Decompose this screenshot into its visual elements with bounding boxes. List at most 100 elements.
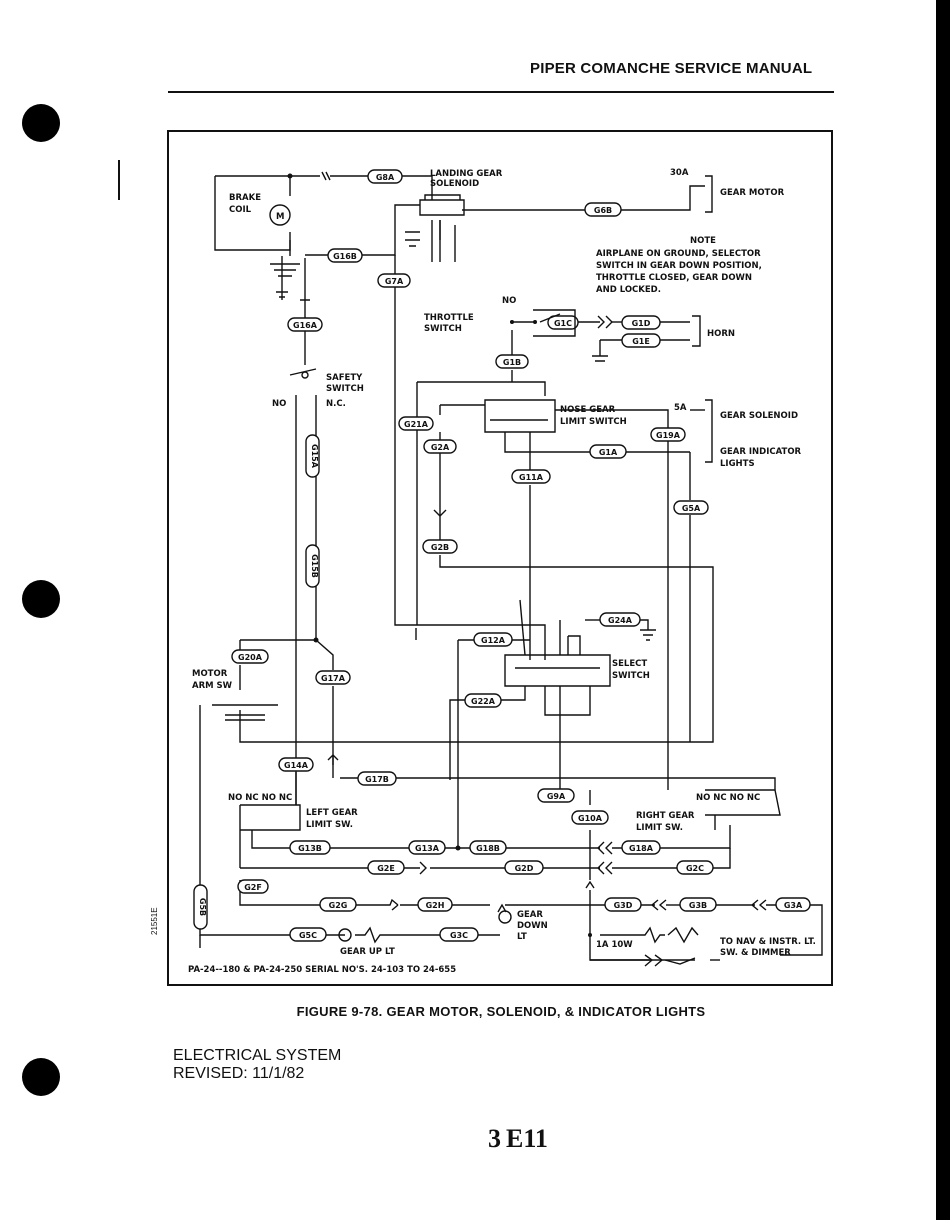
wire-tag-g22a: G22A (471, 697, 496, 706)
note-line: AND LOCKED. (596, 285, 661, 295)
label-select-switch: SWITCH (612, 671, 650, 681)
wire-tag-g12a: G12A (481, 636, 506, 645)
wire-tag-g10a: G10A (578, 814, 603, 823)
wire-tag-g17b: G17B (365, 775, 389, 784)
component-symbols: M (269, 173, 600, 942)
label-safety: SAFETY (326, 373, 363, 383)
svg-text:M: M (276, 212, 284, 222)
wire-tag-g3c: G3C (450, 931, 468, 940)
wire-tag-g15a: G15A (310, 444, 319, 469)
wire-tag-g6b: G6B (594, 206, 612, 215)
label-horn: HORN (707, 329, 735, 339)
wire-paths (199, 171, 823, 967)
wire-tag-g8a: G8A (376, 173, 395, 182)
wire-tag-g20a: G20A (238, 653, 263, 662)
note-title: NOTE (690, 236, 716, 246)
label-motor: MOTOR (192, 669, 228, 679)
label-right-contacts: NO NC NO NC (696, 793, 760, 803)
binder-hole (22, 104, 60, 142)
label-no: NO (502, 296, 516, 306)
figure-side-code: 21551E (150, 907, 159, 935)
wire-tag-g11a: G11A (519, 473, 544, 482)
wire-tag-g21a: G21A (404, 420, 429, 429)
label-right-limit: LIMIT SW. (636, 823, 683, 833)
wire-tag-g1a: G1A (599, 448, 618, 457)
label-coil: COIL (229, 205, 252, 215)
wire-tag-g2a: G2A (431, 443, 450, 452)
wire-tag-g2h: G2H (426, 901, 445, 910)
label-nc-contact: N.C. (326, 399, 346, 409)
wire-tag-g2b: G2B (431, 543, 449, 552)
label-gear-solenoid: GEAR SOLENOID (720, 411, 798, 421)
label-switch: SWITCH (424, 324, 462, 334)
wire-tag-g15b: G15B (310, 554, 319, 578)
wire-tag-g5a: G5A (682, 504, 701, 513)
wire-tag-g14a: G14A (284, 761, 309, 770)
wire-tag-g13b: G13B (298, 844, 322, 853)
label-breaker-30a: 30A (670, 168, 689, 178)
note-line: THROTTLE CLOSED, GEAR DOWN (596, 273, 752, 283)
figure-caption: FIGURE 9-78. GEAR MOTOR, SOLENOID, & IND… (296, 1004, 706, 1019)
label-limit-switch: LIMIT SWITCH (560, 417, 627, 427)
serial-note: PA-24--180 & PA-24-250 SERIAL NO'S. 24-1… (188, 965, 456, 975)
wire-tag-g17a: G17A (321, 674, 346, 683)
margin-mark (118, 160, 120, 200)
figure-frame (167, 130, 833, 986)
label-no-contact: NO (272, 399, 286, 409)
wire-tag-g5c: G5C (299, 931, 317, 940)
wire-tag-g24a: G24A (608, 616, 633, 625)
component-labels: BRAKE COIL LANDING GEAR SOLENOID 30A GEA… (188, 168, 816, 975)
label-left-gear: LEFT GEAR (306, 808, 358, 818)
page-code: E11 (506, 1124, 548, 1153)
wire-tag-g2g: G2G (329, 901, 348, 910)
label-left-limit: LIMIT SW. (306, 820, 353, 830)
page-num: 3 (488, 1124, 501, 1153)
wire-tag-g18a: G18A (629, 844, 654, 853)
label-gear-indicator: GEAR INDICATOR (720, 447, 802, 457)
header-rule (168, 91, 834, 93)
binder-hole (22, 580, 60, 618)
label-right-gear: RIGHT GEAR (636, 811, 695, 821)
wire-tag-g1b: G1B (503, 358, 521, 367)
label-down: DOWN (517, 921, 548, 931)
wire-tag-g13a: G13A (415, 844, 440, 853)
label-solenoid: SOLENOID (430, 179, 479, 189)
label-breaker-5a: 5A (674, 403, 687, 413)
label-left-contacts: NO NC NO NC (228, 793, 292, 803)
note-line: SWITCH IN GEAR DOWN POSITION, (596, 261, 762, 271)
wire-tag-g3a: G3A (784, 901, 803, 910)
label-gear-up-lt: GEAR UP LT (340, 947, 395, 957)
label-brake: BRAKE (229, 193, 261, 203)
label-nose-gear: NOSE GEAR (560, 405, 616, 415)
wire-tag-g3d: G3D (614, 901, 633, 910)
section-title: ELECTRICAL SYSTEM (173, 1047, 342, 1064)
wire-tag-g2c: G2C (686, 864, 704, 873)
wire-tag-g2f: G2F (244, 883, 262, 892)
binder-hole (22, 1058, 60, 1096)
scan-edge-bar (936, 0, 950, 1220)
label-lt: LT (517, 932, 527, 942)
label-arm-sw: ARM SW (192, 681, 233, 691)
label-breaker-1a: 1A 10W (596, 940, 633, 950)
wire-tag-g9a: G9A (547, 792, 566, 801)
wire-tag-g1c: G1C (554, 319, 572, 328)
wire-tag-g1e: G1E (632, 337, 650, 346)
revision-date: REVISED: 11/1/82 (173, 1065, 305, 1082)
section-block: ELECTRICAL SYSTEM REVISED: 11/1/82 (173, 1047, 341, 1083)
label-throttle: THROTTLE (424, 313, 474, 323)
wire-tag-g1d: G1D (632, 319, 651, 328)
label-landing-gear: LANDING GEAR (430, 169, 503, 179)
wire-tag-g18b: G18B (476, 844, 500, 853)
wire-tag-g2d: G2D (515, 864, 534, 873)
wire-tag-g5b: G5B (198, 898, 207, 916)
manual-title: PIPER COMANCHE SERVICE MANUAL (530, 60, 813, 77)
label-safety-switch: SWITCH (326, 384, 364, 394)
label-to-nav-2: SW. & DIMMER (720, 948, 791, 958)
label-gear-motor: GEAR MOTOR (720, 188, 785, 198)
label-to-nav-1: TO NAV & INSTR. LT. (720, 937, 816, 947)
wire-tags: G8A G6B G16B G7A G16A G1C G1D G1E G1B G2… (193, 169, 811, 942)
wire-tag-g16b: G16B (333, 252, 357, 261)
wire-tag-g2e: G2E (377, 864, 395, 873)
